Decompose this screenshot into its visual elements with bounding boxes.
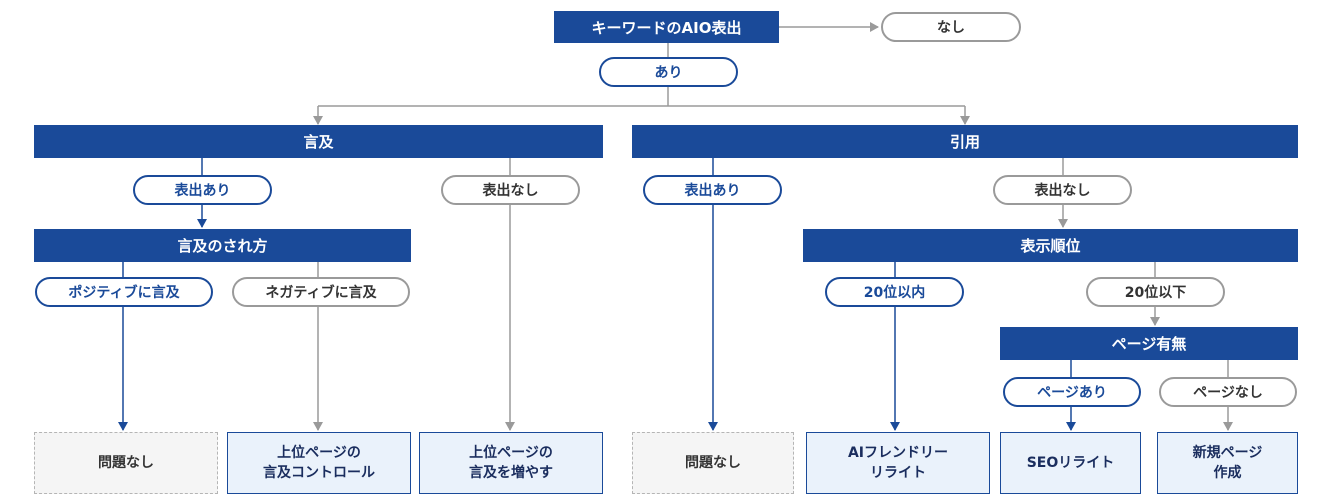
result-text-line2: 言及を増やす [469, 465, 553, 481]
result-seo-rewrite: SEOリライト [1000, 432, 1141, 494]
root-yes-label: あり [599, 57, 738, 87]
below20-label: 20位以下 [1086, 277, 1225, 307]
page-no-label: ページなし [1159, 377, 1297, 407]
top20-label: 20位以内 [825, 277, 964, 307]
result-text-line1: AIフレンドリー [847, 445, 949, 461]
citation-shown-label: 表出あり [643, 175, 782, 205]
mention-negative-label: ネガティブに言及 [232, 277, 410, 307]
result-text-line2: リライト [870, 465, 926, 481]
result-text: 問題なし [98, 455, 154, 471]
mention-shown-label: 表出あり [133, 175, 272, 205]
result-text: 問題なし [685, 455, 741, 471]
page-exists-node: ページ有無 [1000, 327, 1298, 360]
result-text-line2: 言及コントロール [263, 465, 375, 481]
result-increase-mention: 上位ページの 言及を増やす [419, 432, 603, 494]
mention-header: 言及 [34, 125, 603, 158]
result-new-page: 新規ページ 作成 [1157, 432, 1298, 494]
result-mention-control: 上位ページの 言及コントロール [227, 432, 411, 494]
mention-positive-label: ポジティブに言及 [35, 277, 213, 307]
mention-not-shown-label: 表出なし [441, 175, 580, 205]
result-text: SEOリライト [1026, 455, 1115, 471]
result-text-line1: 上位ページの [277, 445, 361, 461]
citation-not-shown-label: 表出なし [993, 175, 1132, 205]
result-no-problem-citation: 問題なし [632, 432, 794, 494]
result-text-line1: 上位ページの [469, 445, 553, 461]
result-text-line1: 新規ページ [1192, 445, 1263, 461]
rank-node: 表示順位 [803, 229, 1298, 262]
root-no-label: なし [881, 12, 1021, 42]
result-text-line2: 作成 [1213, 465, 1242, 481]
citation-header: 引用 [632, 125, 1298, 158]
result-ai-friendly-rewrite: AIフレンドリー リライト [806, 432, 990, 494]
result-no-problem-mention: 問題なし [34, 432, 218, 494]
mention-how-node: 言及のされ方 [34, 229, 411, 262]
root-node: キーワードのAIO表出 [554, 11, 779, 43]
page-yes-label: ページあり [1003, 377, 1141, 407]
